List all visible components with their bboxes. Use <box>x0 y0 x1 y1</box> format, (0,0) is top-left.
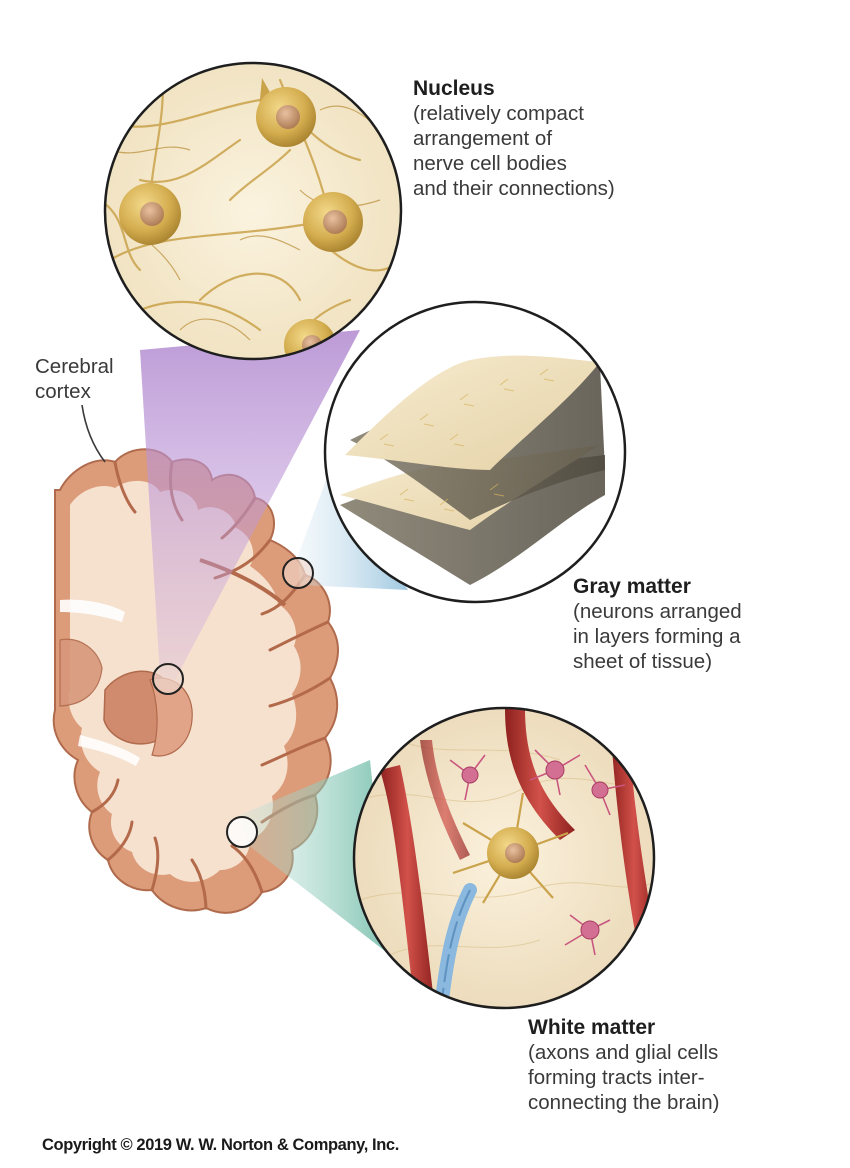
nucleus-sample-marker <box>152 663 184 695</box>
white-matter-magnified-view <box>352 706 656 1010</box>
nucleus-projection <box>140 330 360 680</box>
nucleus-magnified-view <box>103 61 403 361</box>
white-matter-projection <box>240 760 390 955</box>
gray-matter-title: Gray matter <box>573 575 691 598</box>
white-matter-description: (axons and glial cells forming tracts in… <box>528 1041 720 1114</box>
gray-matter-description: (neurons arranged in layers forming a sh… <box>573 600 742 673</box>
nucleus-title: Nucleus <box>413 77 495 100</box>
white-matter-title: White matter <box>528 1016 656 1039</box>
nucleus-description: (relatively compact arrangement of nerve… <box>413 102 615 200</box>
cerebral-cortex-label: Cerebral cortex <box>35 355 114 403</box>
nucleus-label: Nucleus (relatively compact arrangement … <box>413 76 615 201</box>
white-matter-label: White matter (axons and glial cells form… <box>528 1015 719 1115</box>
brain-coronal-section <box>52 404 339 914</box>
gray-matter-label: Gray matter (neurons arranged in layers … <box>573 574 742 674</box>
copyright-notice: Copyright © 2019 W. W. Norton & Company,… <box>42 1136 399 1154</box>
white-matter-sample-marker <box>226 816 258 848</box>
gray-matter-magnified-view <box>323 300 627 604</box>
gray-matter-sample-marker <box>282 557 314 589</box>
